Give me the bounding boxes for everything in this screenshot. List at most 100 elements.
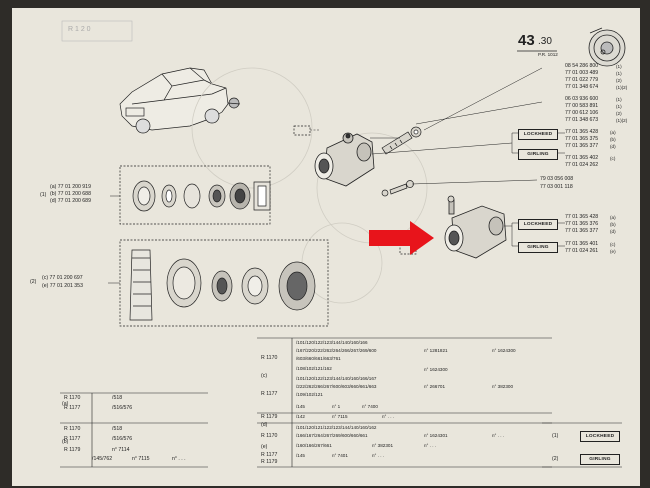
table-cell: /101/120/122/123/144/140/160/166/167 [296, 376, 377, 381]
legend-b-row3-value: n° 7114 [112, 447, 130, 453]
legend-a-label: (a) [62, 401, 69, 407]
legend-a-row1-value: /518 [112, 395, 123, 401]
ref-l10: 77 01 365 375 [565, 136, 599, 142]
spring-1 [183, 183, 201, 209]
legend-b-row2-value: /516/576 [112, 436, 133, 442]
serial-from: n° 1281821 [424, 348, 448, 353]
ref-l12: 77 01 365 402 [565, 155, 599, 161]
note-l5: (1) [616, 97, 622, 102]
note-l16: (a) [610, 215, 616, 220]
ref-l14: 79 03 056 008 [540, 176, 574, 182]
ref-l11: 77 01 365 377 [565, 143, 599, 149]
ref-l17: 77 01 365 376 [565, 221, 599, 227]
legend-b-row1: R 1170 [64, 426, 81, 432]
table-cell: /109/102/121 [296, 392, 323, 397]
ref-l16: 77 01 365 428 [565, 214, 599, 220]
ref-l5: 06 03 936 600 [565, 96, 599, 102]
note-l3: (2) [616, 78, 622, 83]
table-cell: /101/120/122/123/144/140/160/166 [296, 340, 368, 345]
note-l18: (d) [610, 229, 616, 234]
table-cell: /166/167/264/267/269/600/660/661 [296, 433, 368, 438]
kit1-ref-a: (a) 77 01 200 919 [50, 184, 91, 190]
ref-l2: 77 01 003 489 [565, 70, 599, 76]
legend-b-row2: R 1177 [64, 436, 81, 442]
kit1-ref-b: (b) 77 01 200 688 [50, 191, 91, 197]
note-l12: (c) [610, 156, 616, 161]
serial-dots: n° . . . [424, 443, 437, 448]
table-cell: /145 [296, 453, 305, 458]
table-cell: /160/166/267/661 [296, 443, 332, 448]
table-e-label: (e) [261, 444, 268, 450]
key-one: (1) [552, 433, 559, 439]
kit2-number: (2) [30, 279, 37, 285]
application-table-lines [60, 337, 622, 468]
table-cell: /145 [296, 404, 305, 409]
table-cell: /101/120/121/122/123/144/140/160/162 [296, 425, 377, 430]
legend-b-row4-dots: n° . . . [172, 456, 186, 462]
grease-tube [129, 249, 153, 321]
note-l4: (1)(2) [616, 85, 628, 90]
legend-a-row1: R 1170 [64, 395, 81, 401]
faint-title: R 1 2 0 [68, 26, 91, 33]
serial-from: n° 266701 [424, 384, 445, 389]
note-l1: (1) [616, 64, 622, 69]
kit2-ref-c: (c) 77 01 200 697 [42, 275, 83, 281]
serial-to: n° 382300 [492, 384, 513, 389]
page-number: 43 [518, 32, 535, 49]
serial-from: n° 1 [332, 404, 341, 409]
serial-dots: n° . . . [492, 433, 505, 438]
table-d-label: (d) [261, 422, 268, 428]
note-l6: (1) [616, 104, 622, 109]
ref-l1: 08 54 286 800 [565, 63, 599, 69]
serial-dots: n° . . . [382, 414, 395, 419]
ref-l3: 77 01 022 779 [565, 77, 599, 83]
note-l2: (1) [616, 71, 622, 76]
note-l17: (b) [610, 222, 616, 227]
table-r1179-d: R 1179 [261, 414, 278, 420]
note-l20: (e) [610, 249, 616, 254]
table-c-label: (c) [261, 373, 268, 379]
ref-l15: 77 03 001 118 [540, 184, 573, 190]
red-arrow [369, 221, 434, 255]
ref-l13: 77 01 024 262 [565, 162, 599, 168]
serial-dots: n° . . . [372, 453, 385, 458]
brand-lockheed-upper: LOCKHEED [518, 129, 558, 140]
table-r1177-e: R 1177 [261, 452, 278, 458]
key-two: (2) [552, 456, 559, 462]
brand-girling-lower: GIRLING [518, 242, 558, 253]
ref-l7: 77 00 612 106 [565, 110, 599, 116]
serial-from: n° 7115 [332, 414, 348, 419]
brand-lockheed-lower: LOCKHEED [518, 219, 558, 230]
key-girling: GIRLING [580, 454, 620, 465]
note-l8: (1)(2) [616, 118, 628, 123]
catalog-page: R 1 2 0 43 .30 P.R. 1012 08 54 286 800 (… [12, 8, 640, 486]
note-l19: (c) [610, 242, 616, 247]
page-number-sub: .30 [538, 36, 552, 47]
ref-l18: 77 01 365 377 [565, 228, 599, 234]
legend-a-row2-value: /516/576 [112, 405, 133, 411]
brake-disc-icon [588, 27, 626, 67]
legend-b-label: (b) [62, 439, 69, 445]
note-l7: (2) [616, 111, 622, 116]
table-r1177-c: R 1177 [261, 391, 278, 397]
exploded-diagram [60, 20, 626, 468]
ref-l6: 77 00 583 891 [565, 103, 599, 109]
serial-from: n° 7401 [332, 453, 348, 458]
wheel-cylinder-upper [314, 132, 375, 187]
legend-b-row4: /145/762 [92, 456, 113, 462]
page-reference: P.R. 1012 [538, 52, 558, 57]
table-r1170-e: R 1170 [261, 433, 278, 439]
ref-l9: 77 01 365 428 [565, 129, 599, 135]
note-l11: (d) [610, 144, 616, 149]
ref-l20: 77 01 024 261 [565, 248, 599, 254]
kit2-ref-e: (e) 77 01 201 353 [42, 283, 83, 289]
fixing-screw [381, 180, 414, 197]
car-illustration [119, 67, 241, 134]
table-cell: /603/660/661/663/761 [296, 356, 341, 361]
legend-b-row3: R 1179 [64, 447, 81, 453]
legend-a-row2: R 1177 [64, 405, 81, 411]
table-cell: /167/220/222/262/264/266/267/269/600 [296, 348, 377, 353]
table-cell: /108/102/121/162 [296, 366, 332, 371]
legend-b-row4-value: n° 7115 [132, 456, 150, 462]
serial-from: n° 382301 [372, 443, 393, 448]
